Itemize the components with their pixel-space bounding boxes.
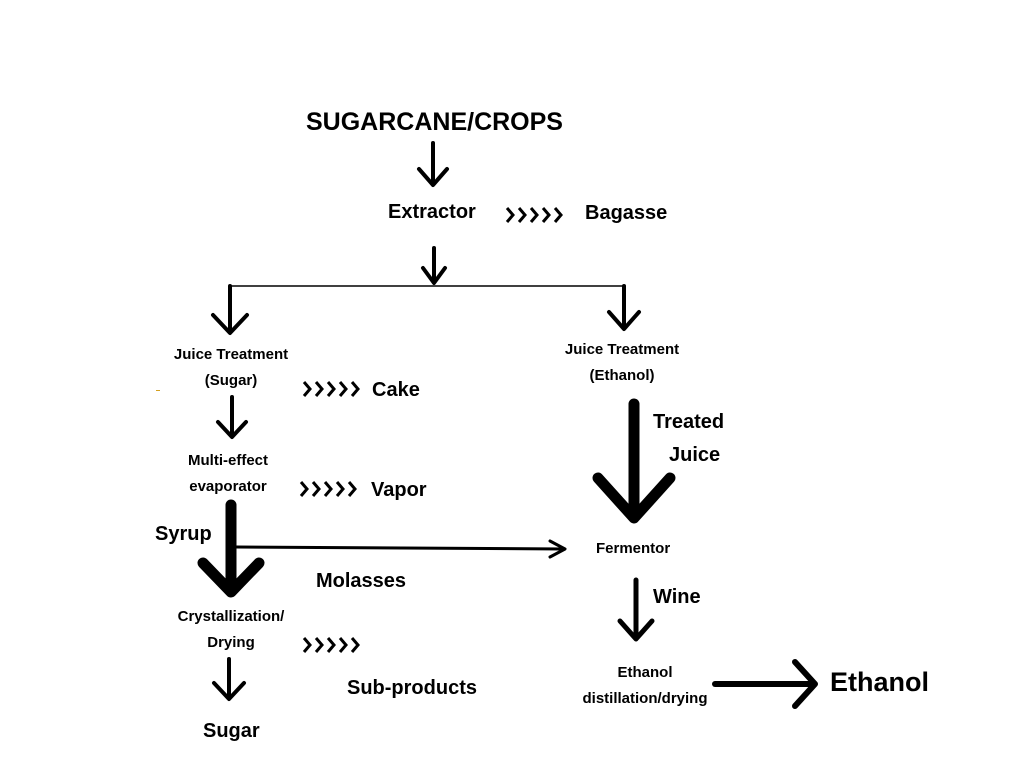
arrow-juice-sugar-to-evaporator (216, 395, 248, 439)
juice-sugar-line-2: (Sugar) (204, 372, 258, 389)
arrow-juice-ethanol-to-fermentor (592, 398, 676, 524)
chevrons-to-sub-products (302, 637, 360, 653)
arrow-distillation-to-ethanol (712, 659, 818, 709)
chevron-mark (529, 207, 539, 223)
label-molasses: Molasses (316, 570, 407, 592)
chevrons-to-cake (302, 381, 360, 397)
chevron-mark (541, 207, 551, 223)
chevron-mark (335, 481, 345, 497)
node-sugarcane-crops: SUGARCANE/CROPS (306, 108, 563, 136)
node-ethanol: Ethanol (830, 667, 929, 697)
label-wine: Wine (653, 586, 701, 608)
label-juice: Juice (669, 444, 721, 466)
chevron-mark (314, 381, 324, 397)
chevron-mark (311, 481, 321, 497)
chevron-mark (326, 637, 336, 653)
node-vapor: Vapor (371, 479, 427, 501)
distillation-line-1: Ethanol (617, 664, 673, 681)
juice-ethanol-line-1: Juice Treatment (564, 341, 680, 358)
label-syrup: Syrup (155, 523, 212, 545)
arrow-molasses-to-fermentor (234, 539, 567, 559)
chevron-mark (326, 381, 336, 397)
speck-mark (156, 390, 160, 391)
arrow-crops-to-extractor (417, 141, 449, 187)
node-juice-treatment-ethanol: Juice Treatment (Ethanol) (557, 337, 687, 389)
evaporator-line-2: evaporator (189, 478, 267, 495)
arrow-split-to-juice-sugar (211, 284, 249, 335)
node-crystallization-drying: Crystallization/ Drying (166, 604, 296, 656)
node-multi-effect-evaporator: Multi-effect evaporator (168, 448, 288, 500)
chevron-mark (553, 207, 563, 223)
chevron-mark (338, 381, 348, 397)
arrow-split-to-juice-ethanol (607, 284, 641, 331)
crystallization-line-2: Drying (207, 634, 255, 651)
chevron-mark (350, 381, 360, 397)
evaporator-line-1: Multi-effect (188, 452, 268, 469)
juice-ethanol-line-2: (Ethanol) (589, 367, 655, 384)
arrow-fermentor-to-distillation (617, 577, 655, 642)
juice-sugar-line-1: Juice Treatment (173, 346, 289, 363)
arrow-crystallization-to-sugar (212, 657, 246, 701)
node-cake: Cake (372, 379, 420, 401)
chevrons-to-vapor (299, 481, 357, 497)
chevron-mark (338, 637, 348, 653)
node-extractor: Extractor (388, 201, 476, 223)
node-fermentor: Fermentor (596, 540, 671, 557)
label-treated: Treated (653, 411, 725, 433)
chevron-mark (350, 637, 360, 653)
crystallization-line-1: Crystallization/ (177, 608, 285, 625)
chevron-mark (505, 207, 515, 223)
node-bagasse: Bagasse (585, 202, 668, 224)
chevron-mark (323, 481, 333, 497)
chevron-mark (517, 207, 527, 223)
chevron-mark (302, 381, 312, 397)
chevrons-to-bagasse (505, 207, 563, 223)
chevron-mark (314, 637, 324, 653)
chevron-mark (299, 481, 309, 497)
arrow-extractor-to-split (421, 246, 447, 285)
chevron-mark (347, 481, 357, 497)
node-sub-products: Sub-products (347, 677, 477, 699)
node-juice-treatment-sugar: Juice Treatment (Sugar) (166, 342, 296, 394)
node-sugar: Sugar (203, 720, 260, 742)
distillation-line-2: distillation/drying (582, 690, 708, 707)
node-ethanol-distillation: Ethanol distillation/drying (565, 660, 725, 712)
arrow-evaporator-to-crystallization (197, 499, 265, 598)
chevron-mark (302, 637, 312, 653)
